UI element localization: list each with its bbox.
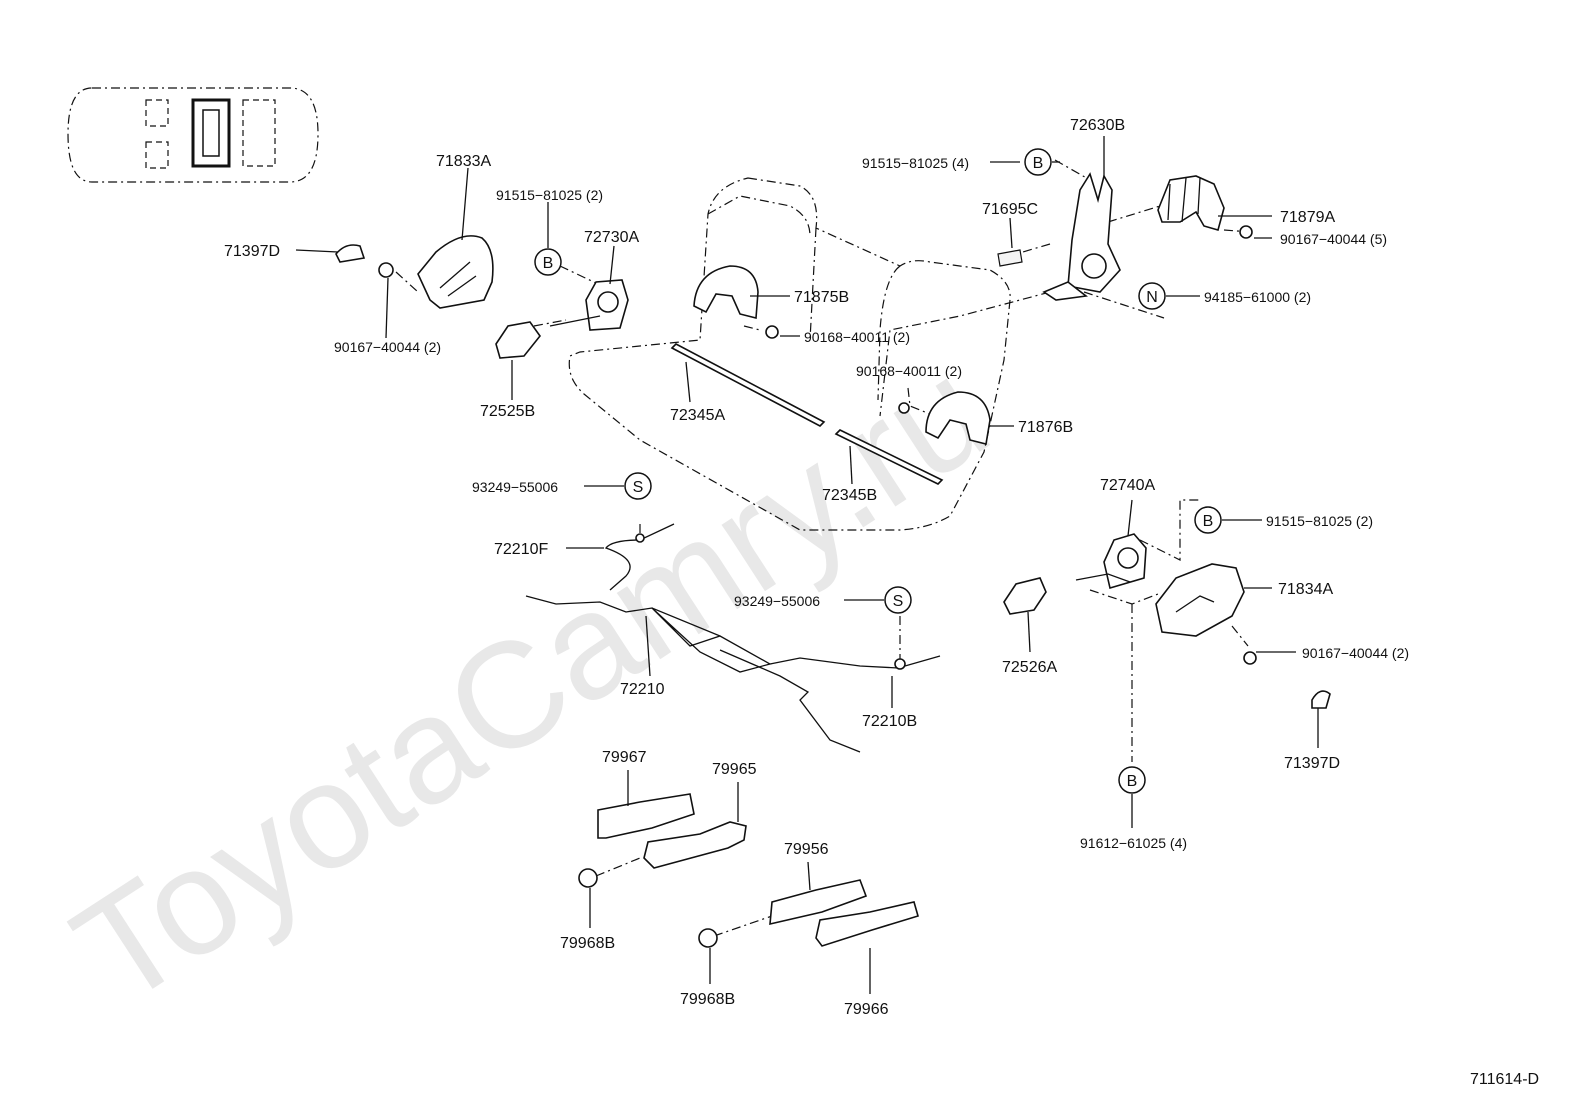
label-79965: 79965 [712,761,757,778]
label-90167-40044-5: 90167−40044 (5) [1280,231,1387,247]
label-72630b: 72630B [1070,117,1125,134]
markers: B B N S S B B [534,148,1222,794]
label-79956: 79956 [784,841,829,858]
marker-s-upper: S [624,472,652,500]
svg-text:B: B [543,255,554,272]
label-90167-40044-2-right: 90167−40044 (2) [1302,645,1409,661]
label-71695c: 71695C [982,201,1038,218]
label-91515-81025-2-right: 91515−81025 (2) [1266,513,1373,529]
part-71833a-shape [417,235,494,309]
drawing-code: 711614-D [1470,1071,1539,1088]
label-72525b: 72525B [480,403,535,420]
label-72730a: 72730A [584,229,639,246]
label-71833a: 71833A [436,153,491,170]
label-72210b: 72210B [862,713,917,730]
label-91515-81025-2-left: 91515−81025 (2) [496,187,603,203]
label-71876b: 71876B [1018,419,1073,436]
marker-b-right: B [1194,506,1222,534]
svg-text:B: B [1127,773,1138,790]
label-79967: 79967 [602,749,647,766]
marker-b-upper-left: B [534,248,562,276]
label-79966: 79966 [844,1001,889,1018]
marker-n: N [1138,282,1166,310]
label-71397d-left: 71397D [224,243,280,260]
part-labels: 72630B 91515−81025 (4) 71695C 71879A 901… [224,117,1409,1018]
label-93249-55006-lower: 93249−55006 [734,593,820,609]
label-72526a: 72526A [1002,659,1057,676]
label-72345a: 72345A [670,407,725,424]
label-72210f: 72210F [494,541,548,558]
svg-text:S: S [893,593,904,610]
vehicle-locator [67,87,319,183]
label-91612-61025-4: 91612−61025 (4) [1080,835,1187,851]
marker-s-lower: S [884,586,912,614]
label-91515-81025-4: 91515−81025 (4) [862,155,969,171]
svg-text:B: B [1203,513,1214,530]
label-71879a: 71879A [1280,209,1335,226]
label-79968b-left: 79968B [560,935,615,952]
label-72345b: 72345B [822,487,877,504]
label-71834a: 71834A [1278,581,1333,598]
svg-text:B: B [1033,155,1044,172]
label-72210: 72210 [620,681,665,698]
svg-text:N: N [1146,289,1158,306]
label-90168-40011-2-upper: 90168−40011 (2) [804,329,910,345]
marker-b-top: B [1024,148,1052,176]
marker-b-bottom: B [1118,766,1146,794]
seat-outline [568,177,1011,531]
svg-text:S: S [633,479,644,496]
leader-lines [295,136,1319,994]
label-90167-40044-2-left: 90167−40044 (2) [334,339,441,355]
label-71875b: 71875B [794,289,849,306]
label-72740a: 72740A [1100,477,1155,494]
parts-drawings [335,172,1331,948]
label-94185-61000-2: 94185−61000 (2) [1204,289,1311,305]
label-71397d-right: 71397D [1284,755,1340,772]
label-93249-55006-upper: 93249−55006 [472,479,558,495]
label-79968b-right: 79968B [680,991,735,1008]
label-90168-40011-2-lower: 90168−40011 (2) [856,363,962,379]
assembly-lines [395,159,1251,937]
